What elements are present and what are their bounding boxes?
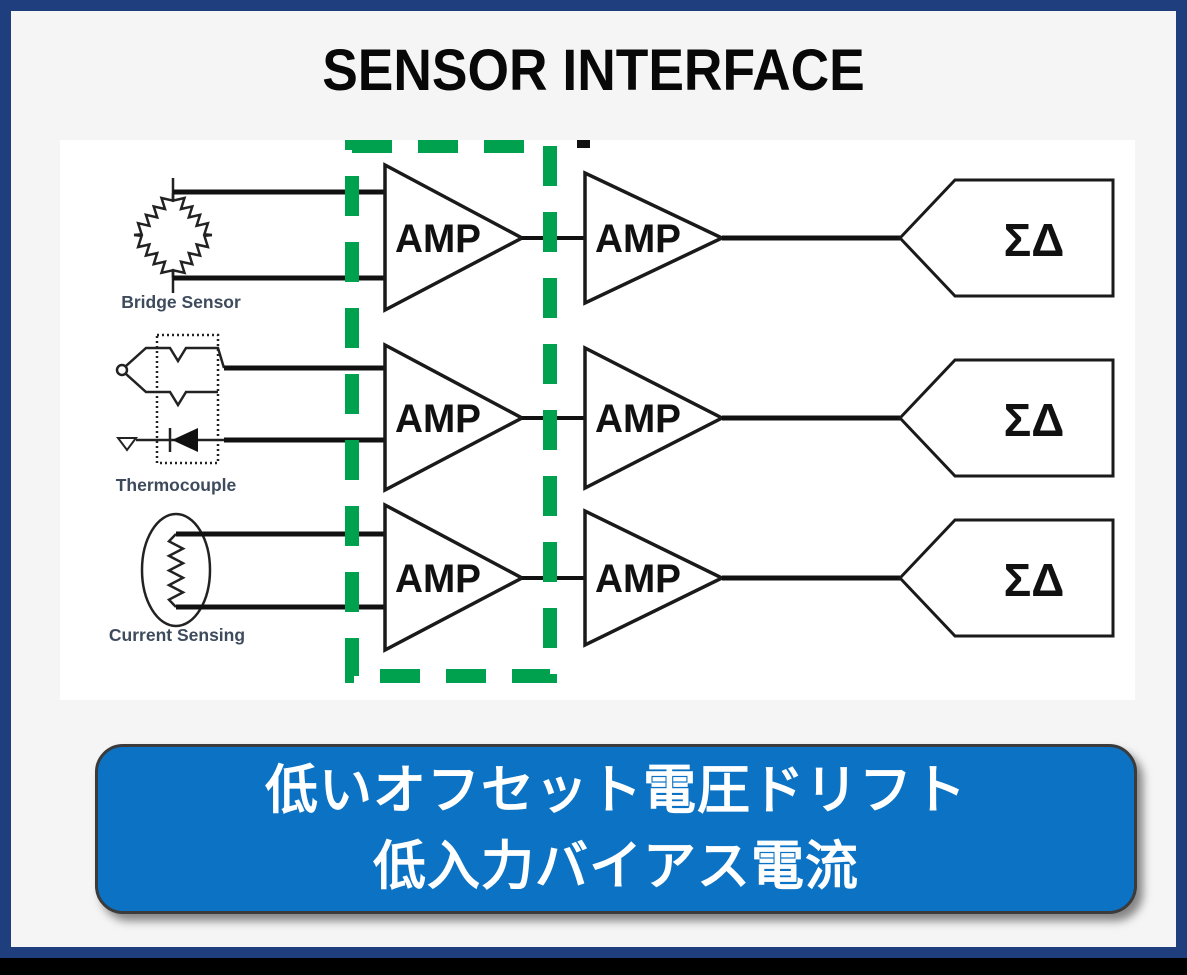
ground-icon <box>116 437 138 452</box>
sigma-delta-block <box>897 358 1115 478</box>
sigma-delta-label: ΣΔ <box>1004 554 1065 606</box>
bridge-resistor <box>171 233 213 279</box>
junction-circle <box>115 363 129 377</box>
amp2-triangle <box>583 508 726 648</box>
amp1-triangle <box>383 342 526 493</box>
sigma-delta-block <box>897 518 1115 638</box>
callout-box: 低いオフセット電圧ドリフト 低入力バイアス電流 <box>95 744 1137 914</box>
sensor-diagram: AMP AMP ΣΔ Bridge Sensor <box>109 140 1115 683</box>
thermocouple-box <box>155 333 220 465</box>
amp2-label: AMP <box>595 557 681 601</box>
bridge-sensor-icon <box>133 178 213 293</box>
highlight-dashed-rect <box>345 140 557 683</box>
sensor-diagram-panel: AMP AMP ΣΔ Bridge Sensor <box>60 140 1135 700</box>
amp1-label: AMP <box>395 557 481 601</box>
amp2-triangle <box>583 345 726 491</box>
bridge-resistor <box>133 233 175 279</box>
thermocouple-wire-top <box>125 346 226 369</box>
row-current-sensing: AMP AMP ΣΔ Current Sensing <box>109 502 1115 653</box>
amp1-triangle <box>383 502 526 653</box>
sigma-delta-label: ΣΔ <box>1004 214 1065 266</box>
amp1-label: AMP <box>395 397 481 441</box>
amp2-label: AMP <box>595 397 681 441</box>
thermocouple-icon <box>115 333 226 465</box>
sensor-label: Current Sensing <box>109 625 245 645</box>
page-title: SENSOR INTERFACE <box>322 38 865 103</box>
crop-mark <box>577 140 590 148</box>
sensor-label: Bridge Sensor <box>121 292 241 312</box>
current-sensing-icon <box>140 512 212 628</box>
amp1-triangle <box>383 162 526 313</box>
sigma-delta-block <box>897 178 1115 298</box>
callout-line2: 低入力バイアス電流 <box>373 837 859 896</box>
sensor-label: Thermocouple <box>116 475 237 495</box>
amp2-label: AMP <box>595 217 681 261</box>
current-loop <box>140 512 212 628</box>
bridge-resistor <box>171 192 213 237</box>
amp2-triangle <box>583 170 727 306</box>
thermocouple-wire-bottom <box>125 373 218 408</box>
shunt-resistor <box>166 533 186 608</box>
callout-line1: 低いオフセット電圧ドリフト <box>265 761 967 820</box>
bridge-resistor <box>133 192 175 237</box>
row-bridge-sensor: AMP AMP ΣΔ Bridge Sensor <box>121 162 1115 313</box>
sigma-delta-label: ΣΔ <box>1004 394 1065 446</box>
amp1-label: AMP <box>395 217 481 261</box>
row-thermocouple: AMP AMP ΣΔ Thermocouple <box>115 333 1115 495</box>
diode-icon <box>172 428 198 452</box>
